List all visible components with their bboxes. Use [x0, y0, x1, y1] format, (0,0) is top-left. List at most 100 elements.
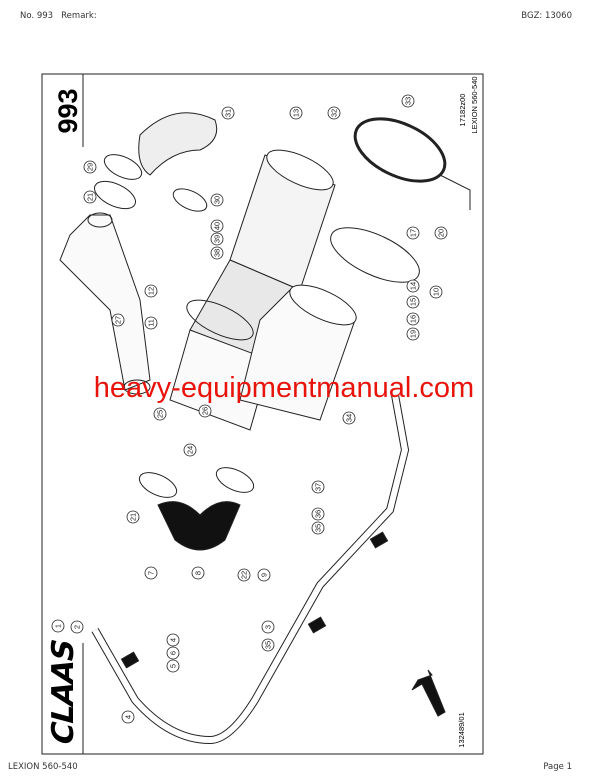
callout-circle [166, 633, 180, 647]
drawing-model: LEXION 560-540 [470, 76, 479, 133]
part-outlines [59, 112, 471, 745]
callout-2: 2 [70, 620, 84, 634]
callout-circle [126, 510, 140, 524]
callout-number: 14 [409, 282, 418, 290]
remark-label: Remark: [61, 11, 97, 21]
callout-number: 24 [186, 446, 195, 454]
callout-15: 15 [406, 295, 420, 309]
callout-number: 11 [147, 319, 156, 327]
callout-34: 34 [342, 411, 356, 425]
callout-4: 4 [121, 710, 135, 724]
callout-circle [311, 521, 325, 535]
callout-circle [144, 316, 158, 330]
callout-6: 6 [166, 646, 180, 660]
callout-21: 21 [126, 510, 140, 524]
callout-circle [198, 404, 212, 418]
callout-33: 33 [401, 94, 415, 108]
callout-number: 34 [345, 414, 354, 422]
callout-number: 35 [314, 524, 323, 532]
callout-number: 40 [213, 222, 222, 230]
callout-38: 38 [210, 246, 224, 260]
callout-20: 20 [434, 226, 448, 240]
callout-number: 36 [314, 510, 323, 518]
callout-number: 6 [169, 651, 178, 655]
callout-number: 19 [409, 330, 418, 338]
callout-circle [210, 232, 224, 246]
callout-13: 13 [289, 106, 303, 120]
callout-17: 17 [406, 226, 420, 240]
footer-page: Page 1 [543, 762, 572, 772]
group-number: 993 [53, 88, 83, 133]
callout-7: 7 [144, 566, 158, 580]
callout-number: 32 [330, 109, 339, 117]
callout-circle [121, 710, 135, 724]
callout-circle [406, 327, 420, 341]
callout-circle [406, 279, 420, 293]
callout-circle [210, 219, 224, 233]
callout-5: 5 [166, 659, 180, 673]
drawing-reference: 132489/01 [457, 712, 466, 747]
callout-number: 13 [292, 109, 301, 117]
callout-circle [144, 284, 158, 298]
callout-21: 21 [83, 190, 97, 204]
callout-30: 30 [210, 193, 224, 207]
callout-number: 21 [129, 513, 138, 521]
callout-8: 8 [191, 566, 205, 580]
callout-19: 19 [406, 327, 420, 341]
callout-circle [51, 619, 65, 633]
callout-circle [183, 443, 197, 457]
callout-9: 9 [257, 568, 271, 582]
callout-40: 40 [210, 219, 224, 233]
callout-circle [261, 638, 275, 652]
callout-number: 38 [213, 249, 222, 257]
callout-circle [406, 295, 420, 309]
callout-number: 10 [432, 288, 441, 296]
callout-circle [144, 566, 158, 580]
callout-circle [210, 193, 224, 207]
callout-circle [111, 313, 125, 327]
callout-25: 25 [153, 407, 167, 421]
callout-circle [221, 106, 235, 120]
callout-number: 37 [314, 483, 323, 491]
callout-32: 32 [327, 106, 341, 120]
callout-circle [210, 246, 224, 260]
callout-39: 39 [210, 232, 224, 246]
callout-circle [289, 106, 303, 120]
callout-circle [406, 312, 420, 326]
callout-circle [237, 568, 251, 582]
callout-number: 27 [114, 316, 123, 324]
callout-number: 39 [213, 235, 222, 243]
callout-number: 2 [73, 625, 82, 629]
callout-circle [401, 94, 415, 108]
callout-1: 1 [51, 619, 65, 633]
callout-number: 20 [437, 229, 446, 237]
callout-number: 16 [409, 315, 418, 323]
callout-12: 12 [144, 284, 158, 298]
callout-number: 4 [124, 715, 133, 719]
callout-4: 4 [166, 633, 180, 647]
callout-number: 12 [147, 287, 156, 295]
callout-circle [83, 190, 97, 204]
callout-circle [327, 106, 341, 120]
callout-16: 16 [406, 312, 420, 326]
callout-circle [166, 659, 180, 673]
callout-number: 7 [147, 571, 156, 575]
callout-number: 8 [194, 571, 203, 575]
callout-36: 36 [311, 507, 325, 521]
callout-number: 17 [409, 229, 418, 237]
callout-number: 25 [156, 410, 165, 418]
callout-35: 35 [261, 638, 275, 652]
callout-circle [434, 226, 448, 240]
callout-11: 11 [144, 316, 158, 330]
callout-number: 1 [54, 624, 63, 628]
callout-number: 5 [169, 664, 178, 668]
callout-number: 31 [224, 109, 233, 117]
callout-circle [261, 620, 275, 634]
page-number: No. 993 [20, 11, 54, 21]
footer-model: LEXION 560-540 [8, 762, 78, 772]
callout-circle [311, 507, 325, 521]
callout-circle [429, 285, 443, 299]
callout-number: 15 [409, 298, 418, 306]
callout-27: 27 [111, 313, 125, 327]
